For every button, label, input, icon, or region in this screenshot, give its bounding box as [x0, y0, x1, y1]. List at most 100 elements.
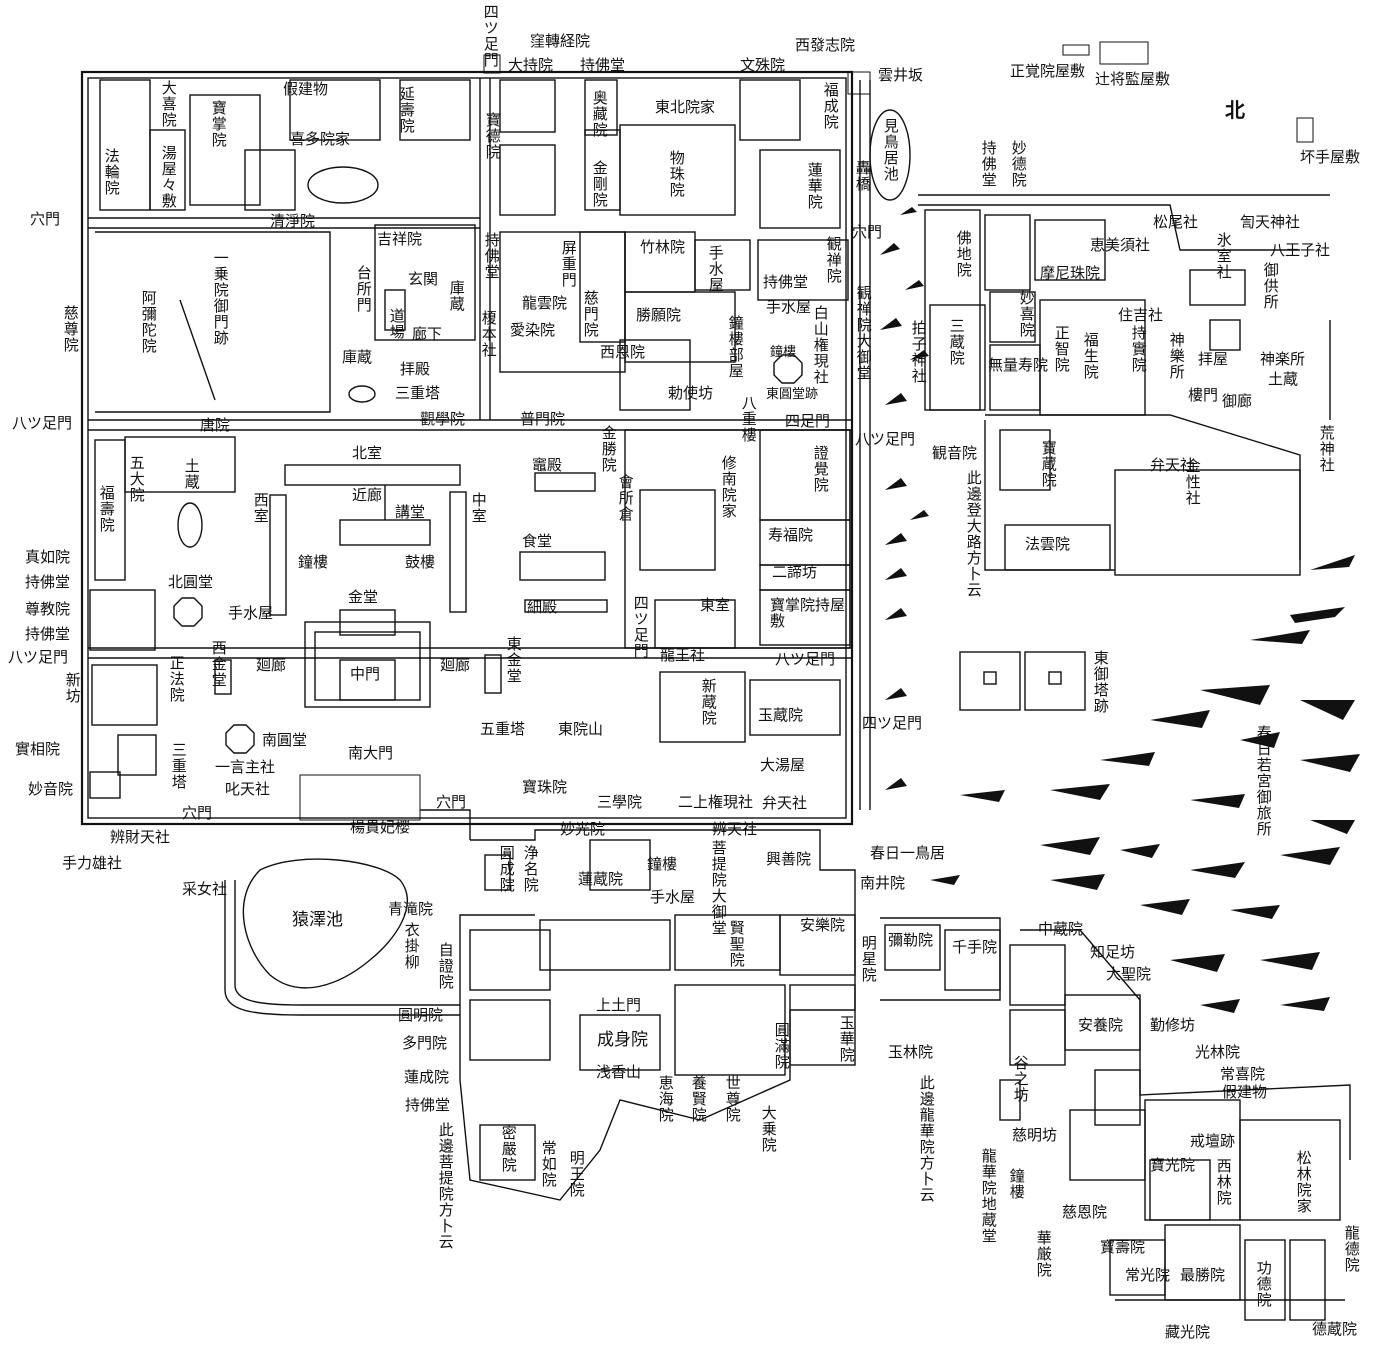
label-myokiin: 妙喜院	[1017, 290, 1036, 338]
label-amidain: 阿彌陀院	[139, 290, 158, 354]
label-asakayama: 浅香山	[596, 1063, 642, 1081]
label-benten2: 弁天社	[762, 794, 808, 812]
label-anamon-bl: 穴門	[182, 804, 213, 822]
label-matsuo: 松尾社	[1153, 213, 1199, 231]
label-toendo: 東圓堂跡	[766, 387, 819, 402]
precinct-wall	[80, 70, 854, 826]
label-jibutsudo-e: 持佛堂	[979, 140, 998, 188]
label-chisokubo: 知足坊	[1090, 943, 1136, 961]
label-kukutenkyo: 窪轉経院	[530, 32, 591, 50]
label-nakamuro: 中室	[469, 492, 488, 524]
label-myoonin: 妙音院	[28, 780, 74, 798]
label-ryuo: 龍王社	[660, 646, 706, 664]
label-hattsuashi-r: 八ツ足門	[775, 650, 836, 668]
label-daijiin: 大持院	[508, 56, 554, 74]
label-shohoin: 正法院	[167, 655, 186, 703]
label-kanzenin: 観禅院	[824, 236, 843, 284]
label-kaguraden: 神樂所	[1167, 332, 1186, 380]
label-jimyobo: 慈明坊	[1012, 1126, 1058, 1144]
label-chumon: 中門	[350, 665, 381, 683]
label-yuya: 湯屋々敷	[159, 145, 178, 209]
label-renzoin: 蓮蔵院	[578, 870, 624, 888]
label-tokuzoin: 德蔵院	[1312, 1320, 1358, 1338]
label-kasuga-torii: 春日一鳥居	[870, 844, 946, 862]
label-kuzo2: 庫蔵	[342, 348, 373, 366]
label-jibutsudo-r: 持佛堂	[763, 273, 809, 291]
label-kairo-w: 廻廊	[256, 656, 287, 674]
label-mitoriike: 見鳥居池	[881, 118, 900, 182]
label-sesonin: 世尊院	[723, 1075, 742, 1123]
label-hyoshi: 拍子神社	[909, 320, 928, 384]
label-enokimoto: 榎本社	[479, 310, 498, 358]
label-nijo: 二上権現社	[678, 793, 754, 811]
label-kangakuin: 觀學院	[420, 410, 466, 428]
label-mono-juin: 物珠院	[667, 150, 686, 198]
label-gojuto: 五重塔	[480, 720, 526, 738]
label-shoro-e: 鐘樓	[1007, 1168, 1026, 1200]
label-kichijoin: 吉祥院	[377, 230, 423, 248]
label-enmanin: 圓滿院	[772, 1022, 791, 1070]
label-shorobuya: 鐘樓部屋	[726, 315, 745, 379]
label-kanten: 訇天神社	[1240, 213, 1301, 231]
label-kaisho: 會所倉	[616, 474, 635, 522]
label-okura: 奥藏院	[590, 90, 609, 138]
label-korinin: 光林院	[1195, 1043, 1241, 1061]
label-fukujuin: 福壽院	[97, 485, 116, 533]
label-ekaiin: 恵海院	[656, 1075, 675, 1123]
label-byojumon: 屏重門	[559, 240, 578, 288]
north-indicator: 北	[1225, 98, 1245, 122]
label-hokuendo: 北圓堂	[168, 573, 214, 591]
label-nitaibo: 二諦坊	[772, 563, 818, 581]
label-ryugein-hinto: 此邊龍華院方卜云	[917, 1075, 936, 1203]
label-jionin: 慈恩院	[1062, 1203, 1108, 1221]
label-kinro: 近廊	[352, 486, 383, 504]
label-hakusan: 白山権現社	[811, 305, 830, 385]
label-hojuin: 寶珠院	[522, 778, 568, 796]
label-shinbo: 新坊	[63, 672, 82, 704]
label-daikiin: 大喜院	[159, 80, 178, 128]
label-jibutsudo-top: 持佛堂	[580, 56, 626, 74]
label-kitain-ke: 喜多院家	[290, 130, 351, 148]
label-kondo: 金堂	[348, 588, 379, 606]
label-hachijuro: 八重樓	[739, 395, 758, 443]
label-shoganin: 勝願院	[636, 306, 682, 324]
label-ooyuya: 大湯屋	[760, 756, 806, 774]
label-muryojuin: 無量寿院	[988, 356, 1049, 374]
label-nandaimon: 南大門	[348, 744, 394, 762]
label-kamitsuchi: 上土門	[596, 996, 642, 1014]
label-shochiin: 正智院	[1052, 325, 1071, 373]
label-nanendo: 南圓堂	[262, 731, 308, 749]
label-higashi-goto: 東御塔跡	[1091, 650, 1110, 714]
label-rensein: 蓮成院	[404, 1068, 450, 1086]
label-mirokuin: 彌勒院	[888, 931, 934, 949]
label-kozenin: 興善院	[766, 850, 812, 868]
label-hotokuin: 寶德院	[483, 112, 502, 160]
label-chozuya: 手水屋	[706, 245, 725, 293]
label-hattsuashi-l2: 八ツ足門	[8, 648, 69, 666]
label-kinseisha: 金性社	[1183, 458, 1202, 506]
label-kudokuin: 功德院	[1254, 1260, 1273, 1308]
label-monjuin: 文殊院	[740, 56, 786, 74]
label-shinnyoin: 真如院	[25, 548, 71, 566]
label-anamon-l: 穴門	[30, 210, 61, 228]
label-bentensha: 弁天社	[1150, 456, 1196, 474]
label-hitenja: 叱天社	[225, 780, 271, 798]
label-yokihi: 楊貴妃櫻	[350, 818, 411, 836]
label-myotokuin: 妙德院	[1009, 140, 1028, 188]
label-jonyoin: 常如院	[539, 1140, 558, 1188]
label-horinin: 法輪院	[102, 148, 121, 196]
label-fukujoin: 福成院	[821, 82, 840, 130]
label-myojoin: 明星院	[859, 935, 878, 983]
label-bodain: 菩提院大御堂	[709, 840, 728, 936]
label-hachioji: 八王子社	[1270, 241, 1331, 259]
label-benzai: 辨財天社	[110, 828, 171, 846]
label-emisu: 恵美須社	[1090, 236, 1151, 254]
label-karain: 唐院	[200, 416, 231, 434]
label-jibutsudo-l: 持佛堂	[25, 573, 71, 591]
label-shinzoin: 新蔵院	[699, 678, 718, 726]
label-uneme: 采女社	[182, 880, 228, 898]
label-kasuga-wakamiya: 春日若宮御旅所	[1254, 725, 1273, 837]
label-hyomuro: 氷室社	[1214, 232, 1233, 280]
label-jikido: 食堂	[522, 532, 553, 550]
